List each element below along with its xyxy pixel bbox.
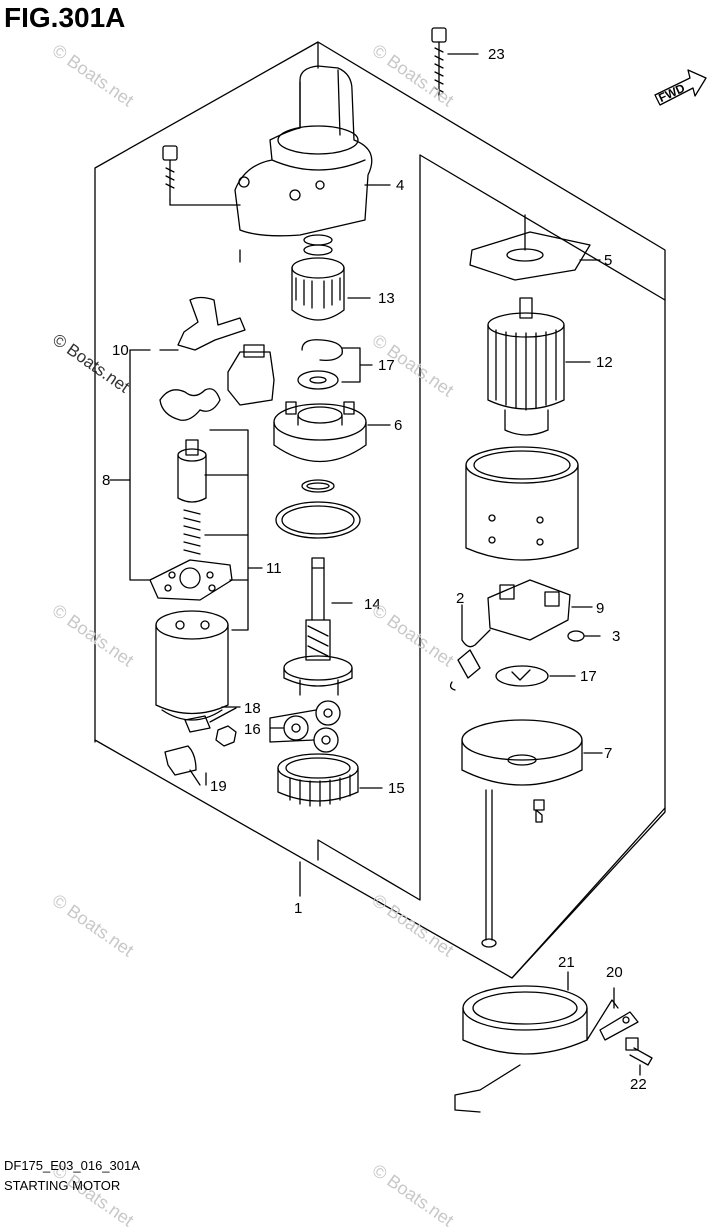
planet-gears-16[interactable] (269, 700, 341, 753)
assembly-frame-outer (94, 41, 666, 979)
terminal-18[interactable] (184, 707, 237, 747)
armature-12[interactable] (487, 297, 591, 436)
frame-bottom-line (94, 739, 666, 979)
callout-5: 5 (604, 252, 613, 269)
solenoid-bracket[interactable] (159, 344, 275, 421)
through-bolt[interactable] (481, 789, 497, 948)
callout-14: 14 (364, 596, 381, 613)
screw-small[interactable] (533, 799, 545, 823)
end-frame-6[interactable] (273, 401, 391, 463)
callout-3: 3 (612, 628, 621, 645)
ring-gear-15[interactable] (277, 753, 383, 807)
rear-cover-7[interactable] (461, 719, 603, 786)
plunger[interactable] (177, 439, 207, 503)
callout-15: 15 (388, 780, 405, 797)
callout-18: 18 (244, 700, 261, 717)
callout-4: 4 (396, 177, 405, 194)
fwd-direction-arrow (654, 69, 707, 106)
callout-9: 9 (596, 600, 605, 617)
pinion-13[interactable] (291, 234, 371, 321)
solenoid-plate[interactable] (149, 559, 233, 601)
solenoid-body[interactable] (155, 610, 229, 721)
callout-11: 11 (266, 560, 282, 577)
callout-1: 1 (294, 900, 303, 917)
callout-10: 10 (112, 342, 129, 359)
bolt-left[interactable] (162, 145, 178, 201)
plate-17[interactable] (495, 665, 576, 687)
plate-5[interactable] (469, 214, 601, 281)
spring[interactable] (183, 509, 201, 555)
front-housing-4[interactable] (234, 65, 391, 237)
callout-20: 20 (606, 964, 623, 981)
clamp-19[interactable] (164, 745, 201, 786)
callout-23: 23 (488, 46, 505, 63)
callout-8: 8 (102, 472, 111, 489)
callout-2: 2 (456, 590, 465, 607)
parts-diagram (94, 27, 707, 1113)
callout-13: 13 (378, 290, 395, 307)
nut-3[interactable] (567, 630, 601, 642)
brush-holder-9[interactable] (487, 579, 593, 641)
band-21[interactable] (454, 971, 619, 1113)
callout-17-bottom: 17 (580, 668, 597, 685)
callout-22: 22 (630, 1076, 647, 1093)
figure-caption: STARTING MOTOR (4, 1178, 121, 1193)
bracket-20[interactable] (599, 987, 639, 1041)
assembly-frame-inner (317, 154, 666, 901)
brush-lead-2[interactable] (449, 604, 491, 691)
callout-19: 19 (210, 778, 227, 795)
lever-10[interactable] (159, 296, 246, 351)
figure-title: FIG.301A (4, 2, 126, 33)
callout-6: 6 (394, 417, 403, 434)
callout-16: 16 (244, 721, 261, 738)
screw-22[interactable] (625, 1037, 653, 1076)
bolt-23[interactable] (431, 27, 479, 101)
drive-shaft-14[interactable] (283, 557, 353, 696)
callout-17-top: 17 (378, 357, 395, 374)
seal-ring (275, 479, 361, 539)
yoke[interactable] (465, 446, 579, 561)
figure-code: DF175_E03_016_301A (4, 1158, 140, 1173)
clip-17-top[interactable] (297, 339, 373, 390)
callout-7: 7 (604, 745, 613, 762)
callout-12: 12 (596, 354, 613, 371)
callout-21: 21 (558, 954, 575, 971)
bracket-lines-8-11 (109, 349, 263, 631)
